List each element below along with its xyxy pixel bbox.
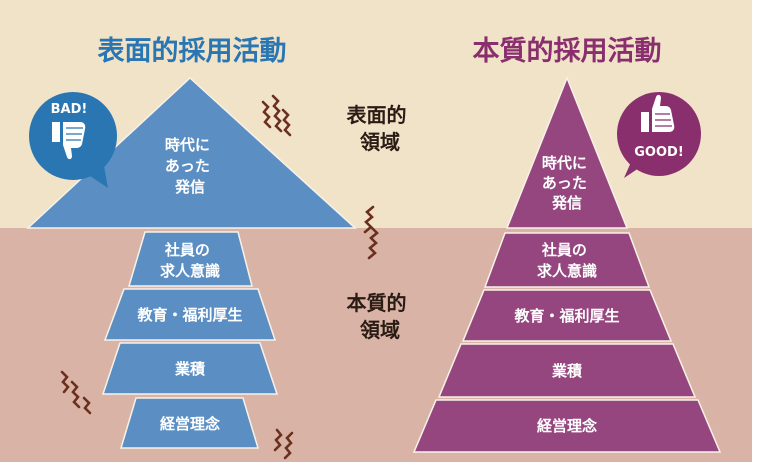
right-tier-employee bbox=[483, 232, 651, 288]
squiggle-bottom-left bbox=[60, 370, 92, 415]
bad-label: BAD! bbox=[51, 102, 88, 117]
right-tier-employee-label: 社員の 求人意識 bbox=[537, 241, 597, 280]
thumbs-up-icon bbox=[641, 94, 675, 132]
left-title: 表面的採用活動 bbox=[98, 35, 287, 67]
left-tier-philosophy bbox=[119, 397, 260, 449]
bad-badge: BAD! bbox=[29, 92, 117, 188]
right-tier-welfare bbox=[461, 289, 673, 342]
right-tier-performance-label: 業積 bbox=[551, 362, 583, 380]
good-label: GOOD! bbox=[634, 145, 684, 160]
squiggle-bottom-center bbox=[273, 428, 294, 460]
squiggle-center bbox=[363, 205, 379, 260]
left-tier-employee bbox=[127, 231, 253, 287]
surface-area-label: 表面的 領域 bbox=[347, 103, 414, 154]
right-top-triangle bbox=[505, 75, 629, 229]
right-tier-philosophy-label: 経営理念 bbox=[537, 417, 597, 435]
right-tier-welfare-label: 教育・福利厚生 bbox=[513, 307, 619, 325]
left-top-label: 時代に あった 発信 bbox=[165, 136, 215, 196]
right-edge bbox=[752, 0, 768, 462]
left-tier-performance bbox=[101, 342, 279, 395]
left-tier-welfare bbox=[103, 288, 277, 341]
squiggle-top-left bbox=[261, 94, 292, 137]
left-tier-welfare-label: 教育・福利厚生 bbox=[136, 306, 242, 324]
right-tier-performance bbox=[437, 343, 697, 398]
left-tier-performance-label: 業積 bbox=[174, 360, 206, 378]
good-badge: GOOD! bbox=[617, 92, 701, 178]
thumbs-down-icon bbox=[52, 122, 86, 160]
right-top-label: 時代に あった 発信 bbox=[542, 154, 592, 212]
essence-area-label: 本質的 領域 bbox=[347, 291, 414, 342]
right-title: 本質的採用活動 bbox=[473, 35, 662, 67]
left-tier-employee-label: 社員の 求人意識 bbox=[160, 241, 220, 280]
left-tier-philosophy-label: 経営理念 bbox=[160, 415, 220, 433]
right-tier-philosophy bbox=[412, 399, 722, 453]
